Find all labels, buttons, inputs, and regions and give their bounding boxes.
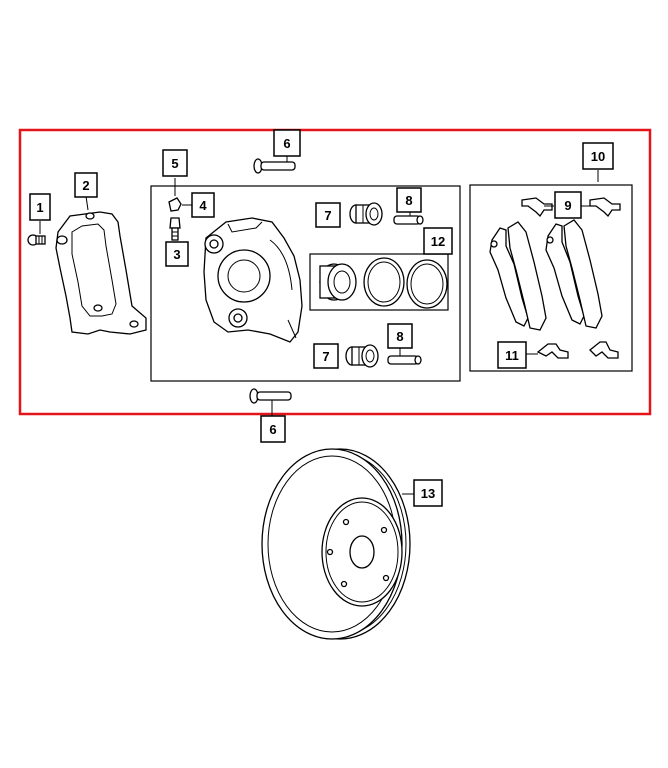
callout-13-label: 13 bbox=[421, 486, 435, 501]
callout-3-label: 3 bbox=[173, 247, 180, 262]
guide-pin-bolt-part-6-bottom bbox=[249, 388, 292, 416]
callout-2: 2 bbox=[74, 172, 98, 198]
callout-7-top: 7 bbox=[315, 202, 341, 228]
bushing-part-7-top bbox=[349, 202, 383, 226]
callout-6-bottom: 6 bbox=[260, 415, 286, 443]
callout-7-top-label: 7 bbox=[324, 208, 331, 223]
callout-5: 5 bbox=[162, 149, 188, 177]
bleeder-screw-part-3 bbox=[169, 178, 181, 241]
bleeder-cap-part-4 bbox=[168, 197, 192, 212]
callout-3: 3 bbox=[165, 241, 189, 267]
callout-4: 4 bbox=[191, 192, 215, 218]
sleeve-part-8-bottom bbox=[387, 344, 422, 365]
callout-6-top-label: 6 bbox=[283, 136, 290, 151]
callout-1-label: 1 bbox=[36, 200, 43, 215]
bolt-part-1 bbox=[27, 221, 46, 246]
brake-rotor-part-13 bbox=[261, 448, 414, 640]
callout-8-top: 8 bbox=[396, 187, 422, 213]
callout-9: 9 bbox=[554, 191, 582, 219]
callout-13: 13 bbox=[413, 479, 443, 507]
callout-2-label: 2 bbox=[82, 178, 89, 193]
callout-5-label: 5 bbox=[171, 156, 178, 171]
bushing-part-7-bottom bbox=[345, 344, 379, 368]
brake-pads-part-10 bbox=[489, 170, 603, 331]
callout-11-label: 11 bbox=[505, 348, 519, 363]
piston-seal-kit-part-12 bbox=[319, 257, 448, 309]
callout-1: 1 bbox=[29, 193, 51, 221]
brake-kit-highlight-frame bbox=[18, 128, 652, 416]
callout-4-label: 4 bbox=[199, 198, 207, 213]
caliper-adapter-bracket-part-2 bbox=[55, 195, 147, 335]
callout-12-label: 12 bbox=[431, 234, 445, 249]
callout-10: 10 bbox=[582, 142, 614, 170]
seal-group-box bbox=[309, 253, 449, 311]
caliper-group-box bbox=[150, 185, 461, 382]
callout-8-bottom: 8 bbox=[387, 323, 413, 349]
callout-9-label: 9 bbox=[564, 198, 571, 213]
callout-10-label: 10 bbox=[591, 149, 605, 164]
pad-clip-part-11 bbox=[526, 341, 619, 359]
callout-12: 12 bbox=[423, 227, 453, 255]
callout-7-bottom: 7 bbox=[313, 343, 339, 369]
callout-7-bottom-label: 7 bbox=[322, 349, 329, 364]
pad-clip-part-9 bbox=[521, 197, 621, 218]
callout-6-top: 6 bbox=[273, 129, 301, 157]
callout-8-top-label: 8 bbox=[405, 193, 412, 208]
caliper-housing bbox=[203, 217, 303, 343]
sleeve-part-8-top bbox=[393, 202, 424, 225]
callout-6-bottom-label: 6 bbox=[269, 422, 276, 437]
pad-group-box bbox=[469, 184, 633, 372]
guide-pin-bolt-part-6-top bbox=[253, 156, 296, 174]
callout-8-bottom-label: 8 bbox=[396, 329, 403, 344]
callout-11: 11 bbox=[497, 341, 527, 369]
